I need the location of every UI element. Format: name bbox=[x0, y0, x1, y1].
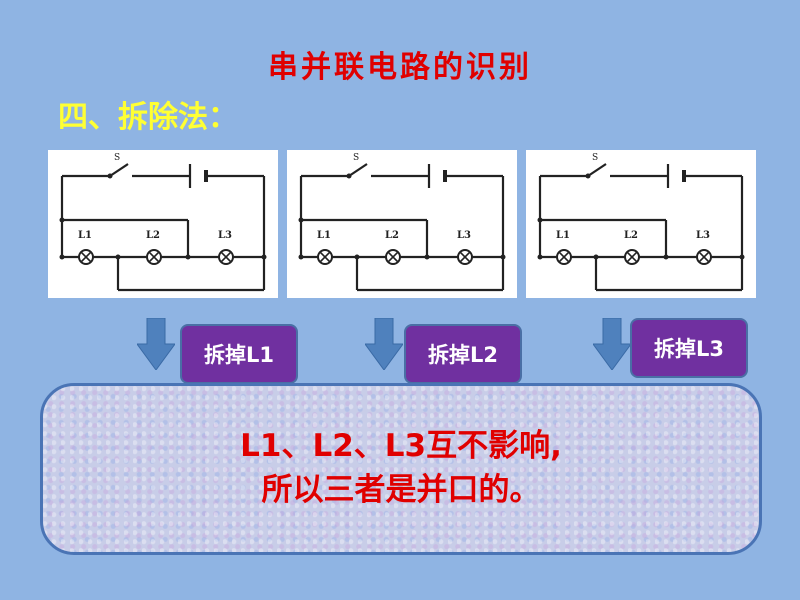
circuit-diagram-1: S L1 L2 L3 bbox=[48, 150, 278, 298]
down-arrow-icon bbox=[137, 318, 175, 370]
remove-l2-label: 拆掉L2 bbox=[404, 324, 522, 384]
remove-l3-label: 拆掉L3 bbox=[630, 318, 748, 378]
circuit-svg-2: S L1 L2 L3 bbox=[298, 153, 506, 292]
down-arrow-icon bbox=[365, 318, 403, 370]
conclusion-line-2: 所以三者是并口的。 bbox=[261, 472, 541, 509]
switch-icon: S bbox=[107, 153, 129, 179]
conclusion-box: L1、L2、L3互不影响, 所以三者是并口的。 bbox=[40, 383, 762, 555]
battery-icon bbox=[188, 164, 208, 188]
conclusion-line-1: L1、L2、L3互不影响, bbox=[240, 428, 562, 464]
lamp-label-l1: L1 bbox=[317, 230, 331, 241]
battery-icon bbox=[427, 164, 447, 188]
slide-title: 串并联电路的识别 bbox=[268, 50, 532, 85]
lamp-label-l1: L1 bbox=[556, 230, 570, 241]
circuit-diagram-2: S L1 L2 L3 bbox=[287, 150, 517, 298]
lamp-label-l2: L2 bbox=[146, 230, 160, 241]
lamp-label-l3: L3 bbox=[218, 230, 232, 241]
battery-icon bbox=[666, 164, 686, 188]
switch-icon: S bbox=[585, 153, 607, 179]
lamp-label-l3: L3 bbox=[457, 230, 471, 241]
remove-l1-label: 拆掉L1 bbox=[180, 324, 298, 384]
circuit-svg-3: S L1 L2 L3 bbox=[537, 153, 745, 292]
switch-label: S bbox=[114, 153, 120, 163]
switch-label: S bbox=[592, 153, 598, 163]
circuit-diagram-3: S L1 L2 L3 bbox=[526, 150, 756, 298]
switch-icon: S bbox=[346, 153, 368, 179]
lamp-label-l1: L1 bbox=[78, 230, 92, 241]
lamp-label-l3: L3 bbox=[696, 230, 710, 241]
switch-label: S bbox=[353, 153, 359, 163]
lamp-label-l2: L2 bbox=[385, 230, 399, 241]
lamp-label-l2: L2 bbox=[624, 230, 638, 241]
slide-subtitle: 四、拆除法： bbox=[58, 100, 238, 135]
down-arrow-icon bbox=[593, 318, 631, 370]
circuit-svg-1: S L1 L2 L3 bbox=[59, 153, 267, 292]
